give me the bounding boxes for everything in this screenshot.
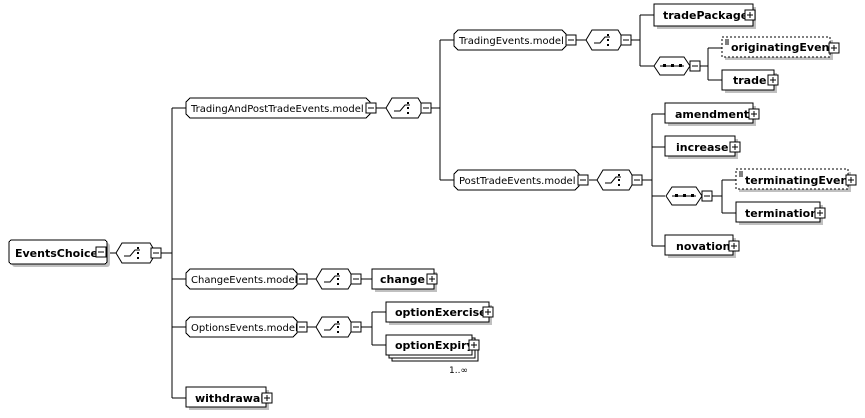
collapse-icon[interactable] [420,102,432,114]
expand-icon[interactable] [261,392,273,404]
group-label: PostTradeEvents.model [459,176,575,187]
element-option-expiry[interactable]: optionExpiry 1..∞ [385,334,480,376]
expand-icon[interactable] [845,174,857,186]
element-label: increase [676,141,728,154]
choice-compositor-icon [315,268,355,290]
choice-compositor-icon [385,97,425,119]
element-trade[interactable]: trade [721,69,779,93]
sequence-compositor-icon [653,56,691,76]
group-label: ChangeEvents.model [191,275,297,286]
sequence-compositor-icon [665,186,703,206]
expand-icon[interactable] [748,108,760,120]
collapse-icon[interactable] [350,321,362,333]
element-label: withdrawal [195,392,264,405]
element-increase[interactable]: increase [664,135,741,159]
collapse-icon[interactable] [565,34,577,46]
choice-compositor-icon [596,169,636,191]
element-label: trade [733,74,766,87]
element-trade-package[interactable]: tradePackage [653,3,756,29]
collapse-icon[interactable] [631,174,643,186]
group-label: OptionsEvents.model [191,323,298,334]
element-label: optionExercise [395,306,487,319]
element-label: amendment [675,108,749,121]
expand-icon[interactable] [482,306,494,318]
expand-icon[interactable] [828,42,840,54]
expand-icon[interactable] [426,273,438,285]
root-element[interactable]: EventsChoice [8,239,110,267]
group-label: TradingAndPostTradeEvents.model [190,104,364,115]
element-label: terminatingEvent [745,174,854,187]
group-change-events[interactable]: ChangeEvents.model [185,268,308,290]
element-terminating-event[interactable]: terminatingEvent [735,168,857,192]
group-label: TradingEvents.model [458,36,564,47]
cardinality-label: 1..∞ [449,366,468,376]
connectors [108,14,736,399]
element-change[interactable]: change [371,268,438,292]
collapse-icon[interactable] [620,34,632,46]
expand-icon[interactable] [468,339,480,351]
element-amendment[interactable]: amendment [664,102,760,126]
expand-icon[interactable] [729,141,741,153]
abstract-element-icon [739,171,743,177]
element-label: optionExpiry [395,339,474,352]
abstract-element-icon [725,39,729,45]
collapse-icon[interactable] [689,60,701,72]
choice-compositor-icon [115,242,157,264]
element-originating-event[interactable]: originatingEvent [721,36,840,60]
collapse-icon[interactable] [296,273,308,285]
expand-icon[interactable] [767,74,779,86]
element-label: tradePackage [663,9,748,22]
group-trading-and-post-trade[interactable]: TradingAndPostTradeEvents.model [185,97,377,119]
expand-icon[interactable] [814,207,826,219]
choice-compositor-icon [315,316,355,338]
element-novation[interactable]: novation [664,234,740,258]
group-post-trade-events[interactable]: PostTradeEvents.model [453,169,589,191]
element-label: originatingEvent [731,41,835,54]
root-element-label: EventsChoice [15,247,98,260]
element-option-exercise[interactable]: optionExercise [385,301,494,325]
element-label: change [380,273,425,286]
collapse-icon[interactable] [296,321,308,333]
collapse-icon[interactable] [150,247,162,259]
element-withdrawal[interactable]: withdrawal [185,386,273,410]
collapse-icon[interactable] [350,273,362,285]
group-trading-events[interactable]: TradingEvents.model [453,29,577,51]
choice-compositor-icon [585,29,625,51]
expand-icon[interactable] [728,240,740,252]
collapse-icon[interactable] [701,190,713,202]
element-label: termination [745,207,818,220]
element-termination[interactable]: termination [735,201,826,225]
group-options-events[interactable]: OptionsEvents.model [185,316,308,338]
element-label: novation [676,240,730,253]
expand-icon[interactable] [744,9,756,21]
collapse-icon[interactable] [95,246,107,258]
collapse-icon[interactable] [577,174,589,186]
collapse-icon[interactable] [365,102,377,114]
